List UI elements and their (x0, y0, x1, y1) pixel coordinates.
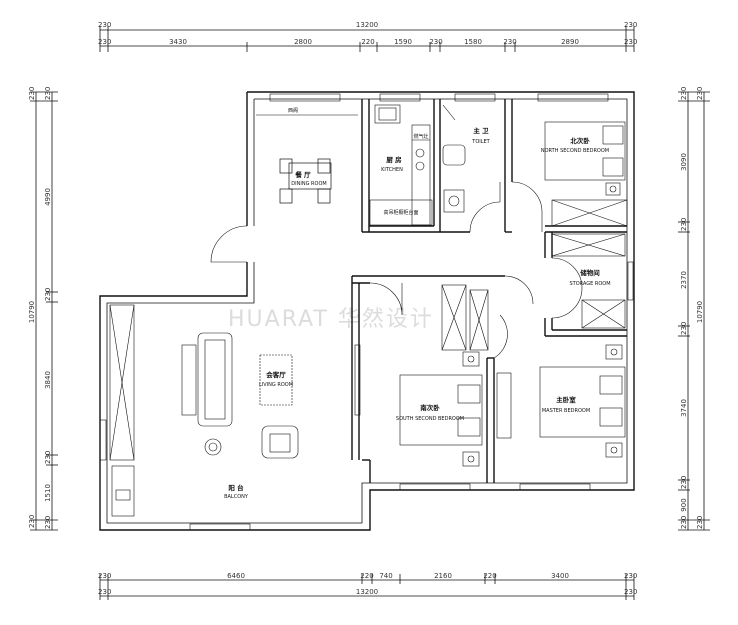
left-dim-1: 4990 (44, 188, 52, 206)
south-bed (399, 351, 483, 467)
top-dim-1: 3430 (169, 38, 187, 46)
left-dim-0b: 230 (44, 87, 52, 100)
top-total-dim: 13200 (356, 21, 378, 29)
right-dim-1: 3090 (680, 153, 688, 171)
kitchen-en: KITCHEN (381, 167, 403, 173)
south-bedroom-cn: 南次卧 (420, 403, 440, 412)
top-dim-4: 1590 (394, 38, 412, 46)
north-bedroom-cn: 北次卧 (570, 136, 590, 145)
left-dimension-lines (30, 91, 58, 531)
top-dim-0: 230 (98, 38, 111, 46)
right-dimension-lines (678, 91, 710, 531)
bottom-total-dim: 13200 (356, 588, 378, 596)
bottom-dim-0: 230 (98, 572, 111, 580)
top-edge-left-dim: 230 (98, 21, 111, 29)
north-bedroom-en: NORTH SECOND BEDROOM (541, 148, 609, 154)
top-edge-right-dim: 230 (624, 21, 637, 29)
storage-cn: 储物间 (579, 268, 600, 277)
bottom-dim-2: 220 (360, 572, 373, 580)
master-bedroom-en: MASTER BEDROOM (542, 408, 590, 414)
left-dim-5: 1510 (44, 484, 52, 502)
living-furniture (109, 304, 299, 517)
right-dim-2: 230 (680, 218, 688, 231)
watermark: HUARAT 华然设计 (228, 307, 434, 332)
storage-en: STORAGE ROOM (569, 281, 610, 287)
top-dim-5: 230 (429, 38, 442, 46)
top-dimension-lines (99, 26, 635, 52)
top-dim-2: 2800 (294, 38, 312, 46)
south-bedroom-en: SOUTH SECOND BEDROOM (396, 416, 464, 422)
right-total-dim: 10790 (696, 301, 704, 323)
cabinet-label: 高吊柜橱柜台面 (383, 209, 418, 216)
toilet-en: TOILET (471, 139, 490, 145)
bottom-dim-7: 230 (624, 572, 637, 580)
bottom-dim-6: 3400 (551, 572, 569, 580)
bottom-dim-1: 6460 (227, 572, 245, 580)
dining-room-en: DINING ROOM (291, 181, 326, 187)
central-wardrobes (441, 284, 489, 351)
left-dim-6: 230 (44, 516, 52, 529)
master-bed (496, 344, 626, 458)
left-dim-2: 230 (44, 288, 52, 301)
top-dim-6: 1580 (464, 38, 482, 46)
top-dim-7: 230 (503, 38, 516, 46)
left-total-dim: 10790 (28, 301, 36, 323)
left-dim-3: 3840 (44, 371, 52, 389)
living-en: LIVING ROOM (259, 382, 293, 388)
right-dim-8b: 230 (696, 516, 704, 529)
dining-label: 餐 厅 DINING ROOM (291, 170, 326, 187)
living-cn: 会客厅 (266, 370, 286, 379)
right-dim-3: 2370 (680, 271, 688, 289)
right-dim-8: 230 (680, 516, 688, 529)
window-label: 西阁 (288, 107, 298, 114)
bottom-dim-4: 2160 (434, 572, 452, 580)
windows (99, 93, 634, 531)
dimension-texts: 13200 230 230 230 3430 2800 220 1590 230… (28, 21, 704, 596)
right-dim-5: 3740 (680, 399, 688, 417)
top-dim-8: 2890 (561, 38, 579, 46)
balcony-cn: 阳 台 (228, 483, 244, 492)
right-dim-4: 230 (680, 322, 688, 335)
top-dim-3: 220 (361, 38, 374, 46)
stove-label: 燃气灶 (413, 133, 428, 140)
top-dim-9: 230 (624, 38, 637, 46)
dining-room-cn: 餐 厅 (294, 170, 311, 179)
left-dim-4: 230 (44, 451, 52, 464)
right-dim-0b: 230 (696, 87, 704, 100)
balcony-en: BALCONY (224, 494, 249, 500)
master-bedroom-cn: 主卧室 (556, 395, 576, 404)
bottom-edge-right-dim: 230 (624, 588, 637, 596)
dining-table (279, 158, 332, 204)
doors (210, 181, 583, 359)
right-dim-6: 230 (680, 476, 688, 489)
kitchen-cn: 厨 房 (386, 155, 402, 164)
walls (99, 91, 635, 531)
bottom-edge-left-dim: 230 (98, 588, 111, 596)
north-bed (544, 121, 628, 227)
right-dim-7: 900 (680, 498, 688, 511)
left-dim-6b: 230 (28, 515, 36, 528)
bottom-dimension-lines (99, 574, 635, 600)
bottom-dim-3: 740 (379, 572, 392, 580)
kitchen-fixtures (369, 104, 433, 226)
toilet-cn: 主 卫 (473, 126, 489, 135)
left-dim-0: 230 (28, 87, 36, 100)
storage-shelves (551, 233, 626, 329)
right-dim-0: 230 (680, 87, 688, 100)
toilet-fixtures (442, 104, 466, 213)
bottom-dim-5: 220 (483, 572, 496, 580)
